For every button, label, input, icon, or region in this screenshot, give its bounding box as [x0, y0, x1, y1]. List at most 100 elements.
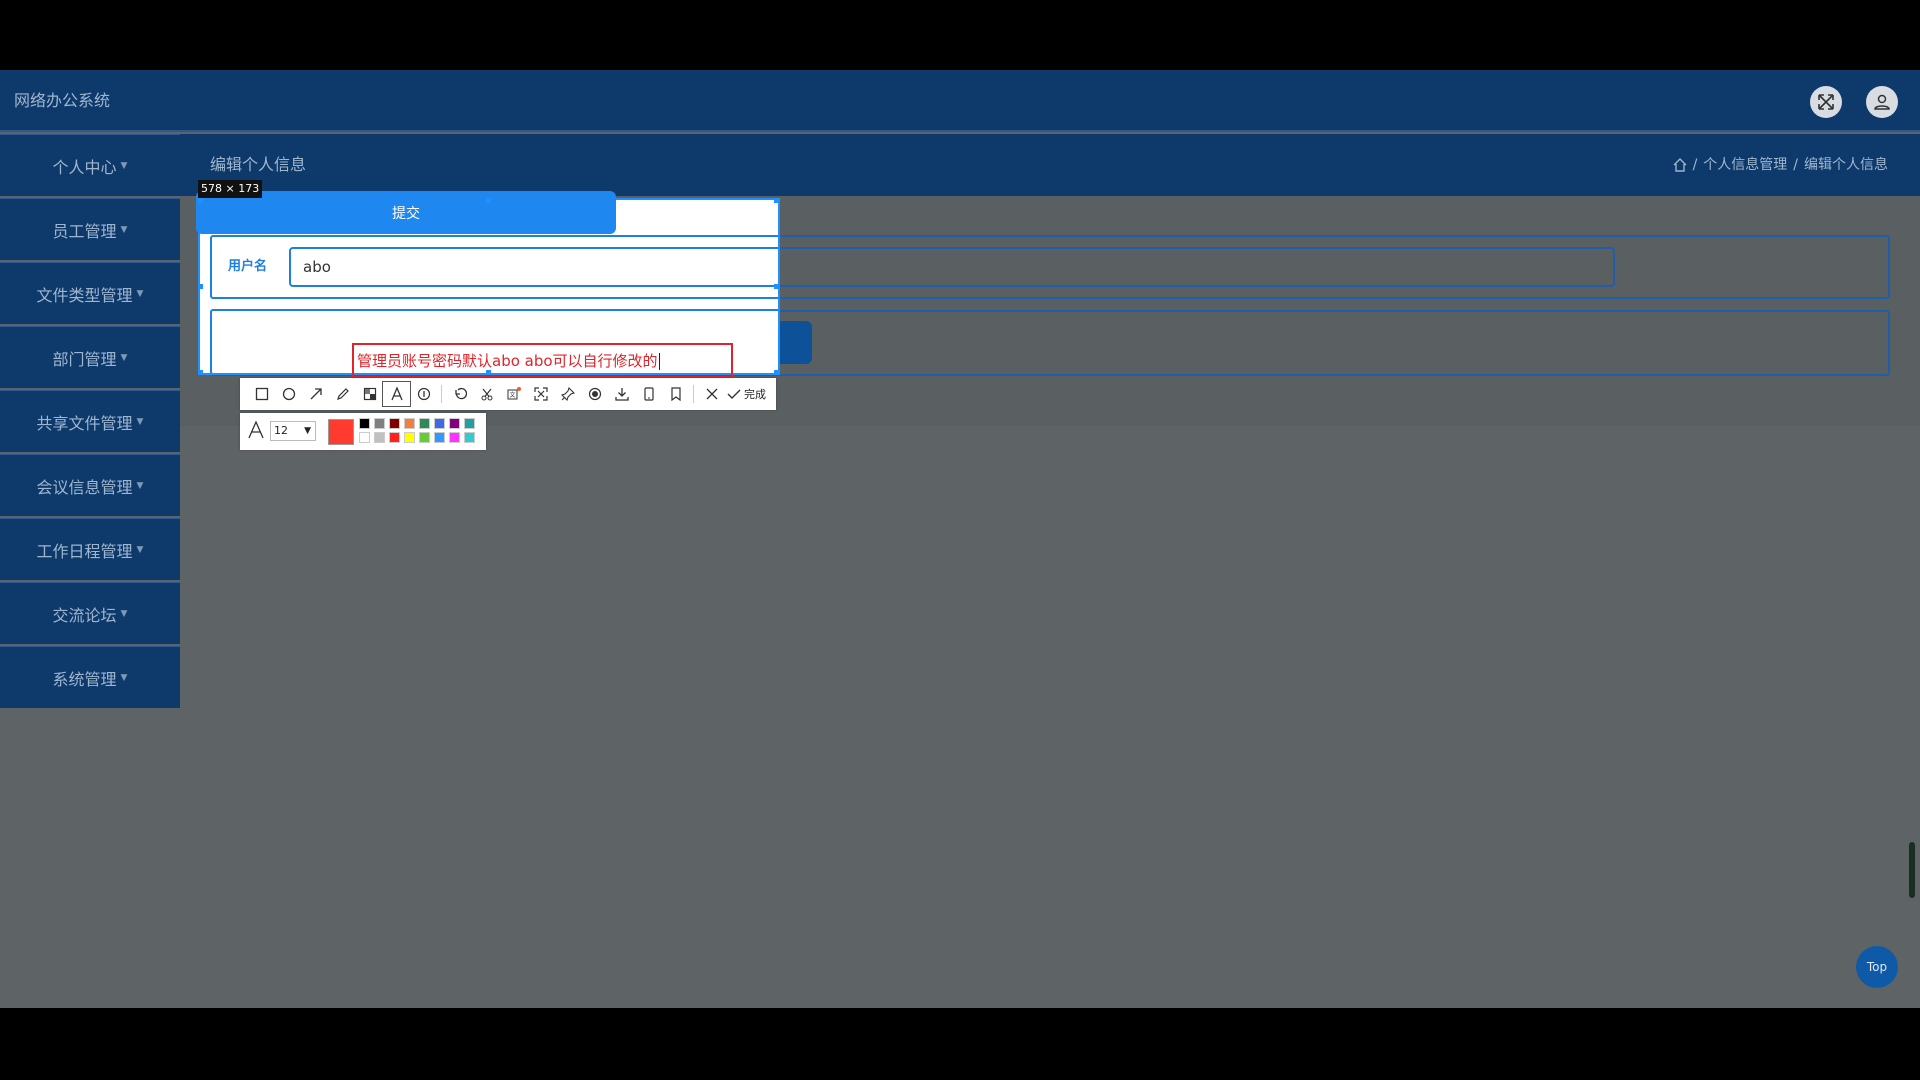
- done-label: 完成: [744, 388, 766, 401]
- color-swatch[interactable]: [434, 418, 445, 429]
- resize-handle[interactable]: [774, 370, 779, 375]
- record-button[interactable]: [581, 382, 608, 406]
- ellipse-tool[interactable]: [275, 382, 302, 406]
- resize-handle[interactable]: [198, 284, 203, 289]
- rectangle-tool[interactable]: [248, 382, 275, 406]
- sidebar-item-label: 共享文件管理: [36, 413, 133, 433]
- annotation-text-box[interactable]: [352, 343, 733, 378]
- caret-down-icon: ▼: [120, 352, 128, 363]
- sidebar-item-personal-center[interactable]: 个人中心▼: [0, 134, 180, 196]
- text-cursor: [658, 353, 660, 370]
- check-icon: [727, 389, 741, 399]
- app-title: 网络办公系统: [14, 91, 111, 110]
- submit-button[interactable]: 提交: [196, 191, 616, 234]
- color-swatch[interactable]: [464, 418, 475, 429]
- sidebar-item-label: 个人中心: [52, 157, 117, 177]
- ocr-icon: 文: [507, 387, 521, 400]
- fullscreen-icon: [1818, 94, 1834, 110]
- back-to-top-button[interactable]: Top: [1856, 946, 1898, 988]
- font-icon: [248, 421, 264, 439]
- color-swatch[interactable]: [404, 418, 415, 429]
- font-size-select[interactable]: 12▼: [270, 421, 316, 441]
- fullscreen-button[interactable]: [1810, 86, 1842, 118]
- color-swatch[interactable]: [434, 432, 445, 443]
- annotation-text-wrapper: 管理员账号密码默认abo abo可以自行修改的: [357, 350, 660, 371]
- sidebar-item-shared-files[interactable]: 共享文件管理▼: [0, 390, 180, 452]
- download-button[interactable]: [608, 382, 635, 406]
- user-avatar-button[interactable]: [1866, 86, 1898, 118]
- sidebar-item-label: 部门管理: [52, 349, 117, 369]
- color-swatch[interactable]: [449, 432, 460, 443]
- resize-handle[interactable]: [774, 284, 779, 289]
- breadcrumb-separator: /: [1793, 157, 1798, 173]
- arrow-tool[interactable]: [302, 382, 329, 406]
- sidebar-item-schedule[interactable]: 工作日程管理▼: [0, 518, 180, 580]
- close-icon: [706, 388, 717, 400]
- sidebar-item-label: 文件类型管理: [36, 285, 133, 305]
- color-swatch[interactable]: [374, 432, 385, 443]
- sidebar-item-departments[interactable]: 部门管理▼: [0, 326, 180, 388]
- rectangle-icon: [255, 387, 268, 401]
- color-swatch[interactable]: [404, 432, 415, 443]
- pen-tool[interactable]: [329, 382, 356, 406]
- home-icon[interactable]: [1673, 158, 1687, 172]
- color-swatch[interactable]: [389, 432, 400, 443]
- resize-handle[interactable]: [486, 370, 491, 375]
- username-input[interactable]: abo: [289, 247, 778, 287]
- sidebar-item-label: 系统管理: [52, 669, 117, 689]
- sidebar-item-file-types[interactable]: 文件类型管理▼: [0, 262, 180, 324]
- svg-text:文: 文: [509, 391, 515, 399]
- page-title: 编辑个人信息: [210, 155, 307, 174]
- sidebar-item-forum[interactable]: 交流论坛▼: [0, 582, 180, 644]
- record-icon: [588, 387, 601, 401]
- save-to-phone-button[interactable]: [635, 382, 662, 406]
- caret-down-icon: ▼: [120, 224, 128, 235]
- resize-handle[interactable]: [198, 370, 203, 375]
- download-icon: [614, 388, 629, 401]
- bookmark-button[interactable]: [662, 382, 689, 406]
- sidebar-item-label: 会议信息管理: [36, 477, 133, 497]
- sidebar-item-label: 员工管理: [52, 221, 117, 241]
- color-swatch[interactable]: [389, 418, 400, 429]
- phone-icon: [643, 387, 654, 401]
- current-color-swatch[interactable]: [328, 419, 354, 445]
- sidebar-item-label: 交流论坛: [52, 605, 117, 625]
- caret-down-icon: ▼: [120, 608, 128, 619]
- breadcrumb-item[interactable]: 个人信息管理: [1703, 157, 1788, 173]
- resize-handle[interactable]: [198, 198, 203, 203]
- cancel-button[interactable]: [698, 382, 725, 406]
- chevron-down-icon: ▼: [304, 426, 311, 436]
- mosaic-tool[interactable]: [356, 382, 383, 406]
- color-swatch[interactable]: [464, 432, 475, 443]
- resize-handle[interactable]: [486, 198, 491, 203]
- top-header: 网络办公系统: [0, 70, 1920, 132]
- number-tool[interactable]: [410, 382, 437, 406]
- crop-scroll-button[interactable]: [473, 382, 500, 406]
- color-swatch[interactable]: [449, 418, 460, 429]
- ocr-button[interactable]: 文: [500, 382, 527, 406]
- color-swatch[interactable]: [359, 418, 370, 429]
- color-swatch[interactable]: [419, 432, 430, 443]
- mosaic-icon: [363, 387, 376, 401]
- breadcrumb-item: 编辑个人信息: [1804, 157, 1888, 173]
- color-swatch[interactable]: [359, 432, 370, 443]
- undo-button[interactable]: [446, 382, 473, 406]
- done-button[interactable]: 完成: [727, 386, 766, 402]
- toolbar-divider: [693, 385, 694, 403]
- text-tool[interactable]: [382, 381, 411, 407]
- sidebar-item-label: 工作日程管理: [36, 541, 133, 561]
- breadcrumb: / 个人信息管理 / 编辑个人信息: [1673, 134, 1888, 196]
- scrollbar-thumb[interactable]: [1909, 842, 1915, 898]
- resize-handle[interactable]: [774, 198, 779, 203]
- color-swatch[interactable]: [419, 418, 430, 429]
- pin-button[interactable]: [554, 382, 581, 406]
- breadcrumb-separator: /: [1692, 157, 1698, 173]
- sidebar-item-system[interactable]: 系统管理▼: [0, 646, 180, 708]
- undo-icon: [454, 387, 467, 400]
- color-swatch[interactable]: [374, 418, 385, 429]
- sidebar-item-employees[interactable]: 员工管理▼: [0, 198, 180, 260]
- fullscreen-capture-button[interactable]: [527, 382, 554, 406]
- caret-down-icon: ▼: [136, 544, 144, 555]
- sidebar-item-meetings[interactable]: 会议信息管理▼: [0, 454, 180, 516]
- annotation-text[interactable]: 管理员账号密码默认abo abo可以自行修改的: [357, 352, 658, 370]
